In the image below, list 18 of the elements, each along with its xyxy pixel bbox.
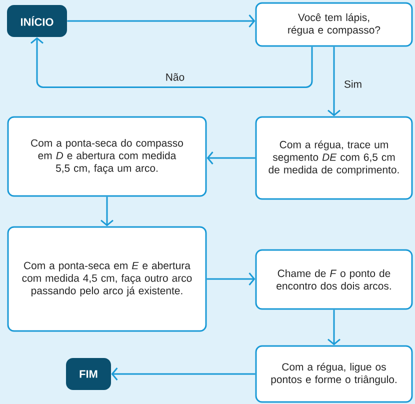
arrow xyxy=(30,37,313,88)
process-box: Com a régua, trace um segmento DE com 6,5 cm de medida de comprimento. xyxy=(255,116,413,200)
process-box: Você tem lápis, régua e compasso? xyxy=(255,2,413,47)
process-box: Com a ponta-seca em E e abertura com medida 4,5 cm, faça outro arco passando pelo arco já existente. xyxy=(7,226,207,332)
arrow xyxy=(111,368,256,380)
edge-label: Sim xyxy=(343,79,363,89)
process-box: Chame de F o ponto de encontro dos dois arcos. xyxy=(255,249,413,310)
arrow xyxy=(328,46,340,116)
edge-label: Não xyxy=(164,72,186,82)
terminal-box: INÍCIO xyxy=(7,5,67,37)
arrow xyxy=(206,272,256,286)
arrow xyxy=(100,196,114,226)
terminal-box: FIM xyxy=(66,358,111,390)
arrow xyxy=(206,152,256,164)
process-box: Com a ponta-seca do compasso em D e abertura com medida 5,5 cm, faça um arco. xyxy=(7,116,207,197)
process-box: Com a régua, ligue os pontos e forme o triângulo. xyxy=(255,345,413,403)
arrow xyxy=(328,310,340,346)
arrow xyxy=(67,14,256,28)
